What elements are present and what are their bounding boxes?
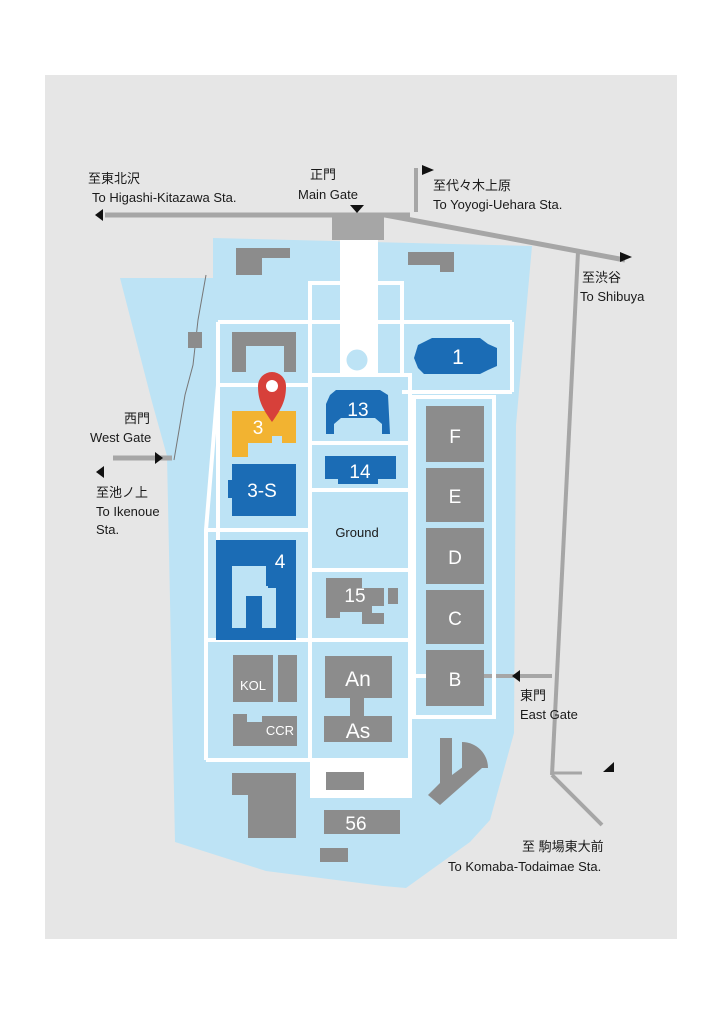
ikenoue-en-line1: To Ikenoue bbox=[96, 504, 160, 519]
building-13[interactable]: 13 bbox=[326, 390, 390, 434]
east-gate-en: East Gate bbox=[520, 707, 578, 722]
arrow-left-icon bbox=[96, 466, 104, 478]
building-1-label: 1 bbox=[452, 346, 464, 369]
building-15[interactable]: 15 bbox=[326, 578, 398, 624]
campus-area bbox=[120, 238, 532, 888]
building-kol-label: KOL bbox=[240, 678, 266, 693]
ground-label: Ground bbox=[335, 525, 378, 540]
fountain bbox=[343, 346, 371, 374]
building-c[interactable]: C bbox=[426, 590, 484, 644]
building-plaza bbox=[326, 772, 364, 790]
building-14[interactable]: 14 bbox=[325, 456, 396, 484]
building-ccr-label: CCR bbox=[266, 723, 294, 738]
west-gate-en: West Gate bbox=[90, 430, 151, 445]
building-kol[interactable]: KOL bbox=[233, 655, 297, 702]
arrow-right-icon bbox=[155, 452, 163, 464]
building-1[interactable]: 1 bbox=[414, 338, 497, 374]
komaba-en: To Komaba-Todaimae Sta. bbox=[448, 859, 601, 874]
arrow-right-icon bbox=[422, 165, 434, 175]
roads bbox=[105, 168, 626, 827]
west-gate-jp: 西門 bbox=[124, 411, 150, 426]
building-15-label: 15 bbox=[344, 586, 365, 607]
main-gate-jp: 正門 bbox=[310, 167, 336, 182]
arrow-icons bbox=[95, 165, 632, 772]
building-bottom-left bbox=[232, 773, 296, 838]
building-13-label: 13 bbox=[347, 400, 368, 421]
arrow-down-icon bbox=[603, 762, 614, 772]
building-14-label: 14 bbox=[349, 462, 371, 483]
building-c-label: C bbox=[448, 609, 462, 630]
campus-paths bbox=[204, 240, 514, 762]
higashi-kitazawa-jp: 至東北沢 bbox=[88, 171, 140, 186]
building-dormitory bbox=[232, 332, 296, 372]
building-e-label: E bbox=[449, 487, 462, 508]
building-f-label: F bbox=[449, 427, 461, 448]
main-gate-structure bbox=[332, 216, 384, 240]
building-b-label: B bbox=[449, 670, 462, 691]
ikenoue-en-line2: Sta. bbox=[96, 522, 119, 537]
komaba-jp: 至 駒場東大前 bbox=[522, 839, 604, 854]
building-e[interactable]: E bbox=[426, 468, 484, 522]
arrow-down-icon bbox=[350, 205, 364, 213]
building-3s-label: 3-S bbox=[247, 481, 277, 502]
building-56[interactable]: 56 bbox=[324, 810, 400, 835]
gray-buildings bbox=[188, 248, 488, 862]
building-as-label: As bbox=[346, 720, 371, 743]
building-as[interactable]: As bbox=[324, 716, 392, 743]
location-pin-icon bbox=[258, 372, 286, 422]
yoyogi-uehara-jp: 至代々木上原 bbox=[433, 178, 511, 193]
east-gate-jp: 東門 bbox=[520, 688, 546, 703]
yoyogi-uehara-en: To Yoyogi-Uehara Sta. bbox=[433, 197, 562, 212]
building-small-left bbox=[188, 332, 202, 348]
building-an[interactable]: An bbox=[325, 656, 392, 718]
main-gate-en: Main Gate bbox=[298, 187, 358, 202]
building-top-left bbox=[236, 248, 290, 275]
building-angled bbox=[428, 738, 482, 805]
arrow-right-icon bbox=[620, 252, 632, 262]
building-56-label: 56 bbox=[345, 814, 366, 835]
arrow-left-icon bbox=[512, 670, 520, 682]
building-4-label: 4 bbox=[275, 552, 286, 573]
shibuya-jp: 至渋谷 bbox=[582, 270, 621, 285]
ikenoue-jp: 至池ノ上 bbox=[96, 485, 148, 500]
building-ccr[interactable]: CCR bbox=[233, 714, 297, 746]
building-3s[interactable]: 3-S bbox=[228, 464, 296, 516]
building-an-label: An bbox=[345, 668, 371, 691]
building-3[interactable]: 3 bbox=[232, 411, 296, 457]
building-3-label: 3 bbox=[253, 418, 264, 439]
building-top-right bbox=[408, 252, 454, 272]
higashi-kitazawa-en: To Higashi-Kitazawa Sta. bbox=[92, 190, 237, 205]
building-d[interactable]: D bbox=[426, 528, 484, 584]
arrow-left-icon bbox=[95, 209, 103, 221]
shibuya-en: To Shibuya bbox=[580, 289, 645, 304]
building-f[interactable]: F bbox=[426, 406, 484, 462]
building-b[interactable]: B bbox=[426, 650, 484, 706]
building-4[interactable]: 4 bbox=[216, 540, 296, 640]
building-quarter bbox=[462, 742, 488, 768]
building-bottom-small bbox=[320, 848, 348, 862]
building-d-label: D bbox=[448, 548, 462, 569]
